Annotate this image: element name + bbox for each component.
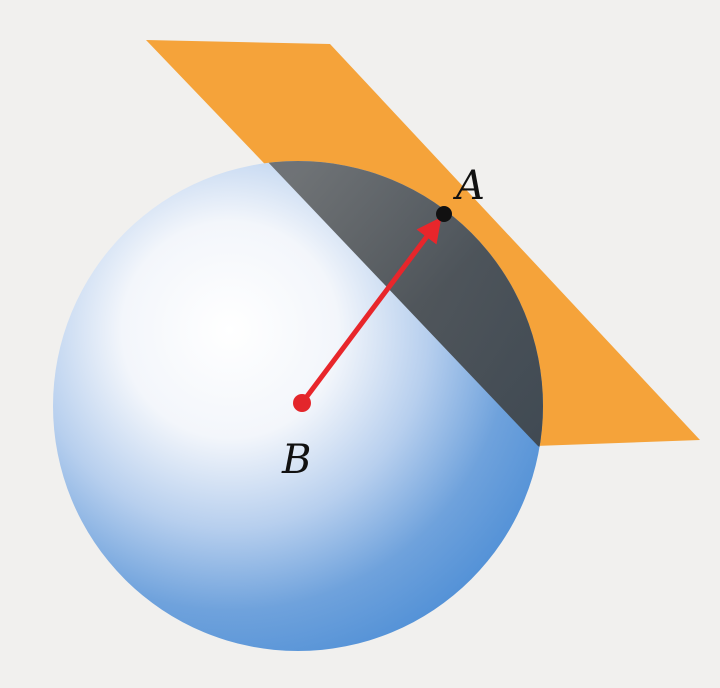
point-a-dot: [436, 206, 452, 222]
vector-b-to-a: [299, 217, 442, 406]
point-b-label: B: [281, 437, 311, 483]
point-b-dot: [293, 394, 311, 412]
point-a-label: A: [452, 163, 485, 209]
